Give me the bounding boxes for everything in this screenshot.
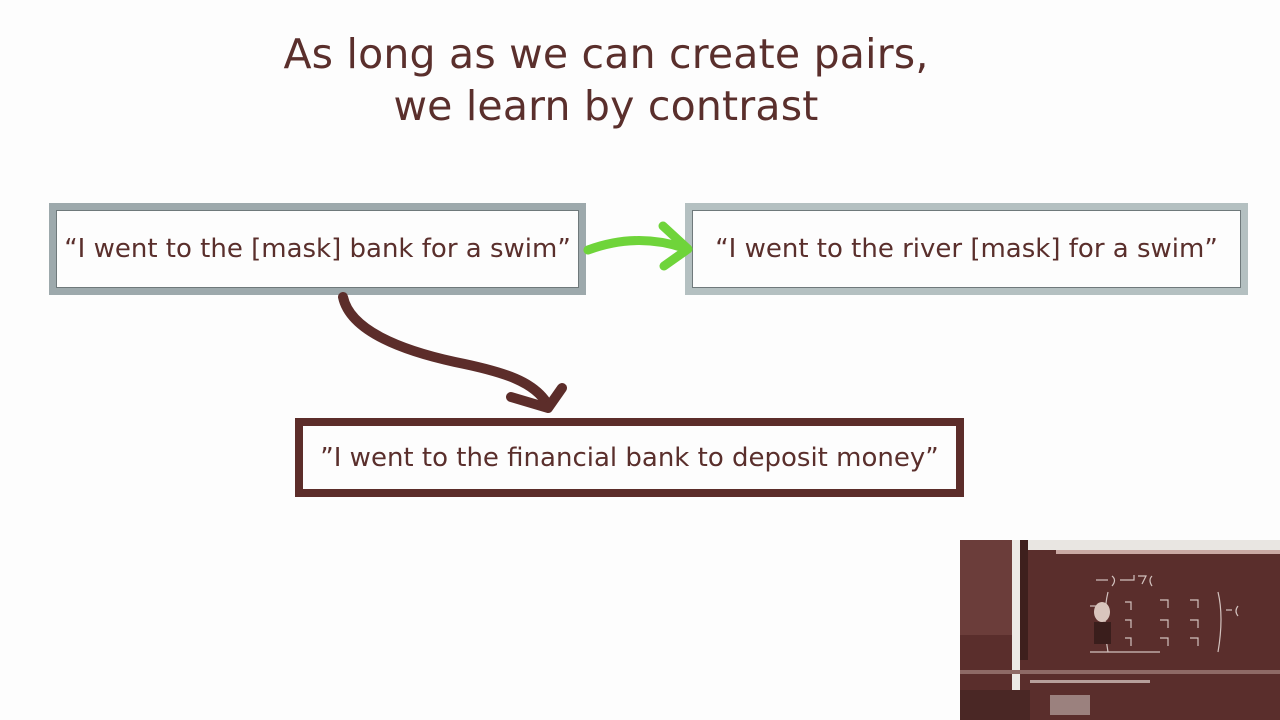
negative-sentence-text: ”I went to the financial bank to deposit… xyxy=(320,442,939,473)
slide-title-line-1: As long as we can create pairs, xyxy=(283,30,929,78)
lecture-video-thumbnail xyxy=(960,540,1280,720)
anchor-sentence-box: “I went to the [mask] bank for a swim” xyxy=(49,203,586,295)
negative-sentence-box: ”I went to the financial bank to deposit… xyxy=(295,418,964,497)
negative-pair-arrow xyxy=(338,292,567,413)
positive-sentence-box: “I went to the river [mask] for a swim” xyxy=(685,203,1248,295)
positive-pair-arrow xyxy=(583,221,693,271)
slide-title-line-2: we learn by contrast xyxy=(393,82,819,130)
anchor-sentence-text: “I went to the [mask] bank for a swim” xyxy=(64,234,571,264)
positive-sentence-text: “I went to the river [mask] for a swim” xyxy=(715,234,1218,264)
